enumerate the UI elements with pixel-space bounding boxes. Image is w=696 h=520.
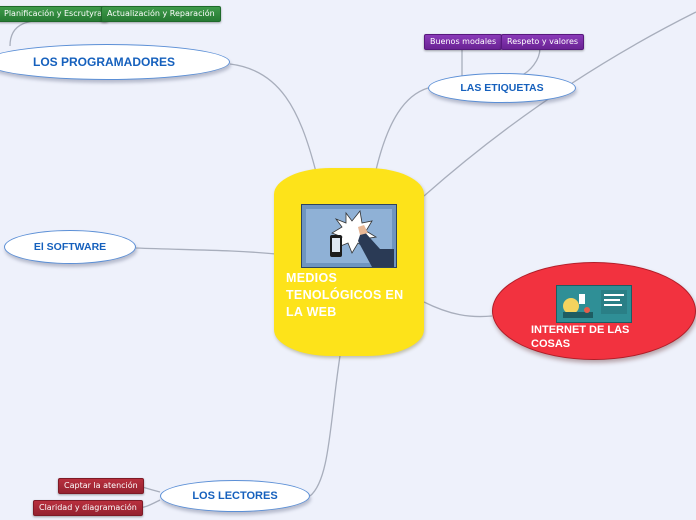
connector-software — [136, 248, 276, 254]
touchscreen-phone-hand-icon — [301, 204, 397, 268]
node-el-software-label: El SOFTWARE — [34, 241, 106, 253]
tag-planificacion[interactable]: Planificación y Escrutyra — [0, 6, 108, 22]
connector-etiquetas — [376, 88, 428, 170]
central-topic[interactable]: MEDIOS TENOLÓGICOS EN LA WEB — [274, 168, 424, 356]
connector-prog-tags — [10, 20, 150, 46]
node-las-etiquetas[interactable]: LAS ETIQUETAS — [428, 73, 576, 103]
tag-respeto-valores[interactable]: Respeto y valores — [501, 34, 584, 50]
connector-iot — [424, 302, 492, 317]
connector-etq-tags — [462, 48, 540, 76]
node-los-lectores-label: LOS LECTORES — [192, 490, 277, 502]
connector-programadores — [230, 64, 316, 172]
connector-lectores — [310, 356, 340, 496]
node-internet-de-las-cosas[interactable]: INTERNET DE LAS COSAS — [492, 262, 696, 360]
internet-of-things-illustration-icon — [556, 285, 632, 323]
node-las-etiquetas-label: LAS ETIQUETAS — [460, 82, 543, 94]
tag-captar-atencion[interactable]: Captar la atención — [58, 478, 144, 494]
node-los-lectores[interactable]: LOS LECTORES — [160, 480, 310, 512]
central-topic-title: MEDIOS TENOLÓGICOS EN LA WEB — [286, 270, 416, 321]
node-los-programadores-label: LOS PROGRAMADORES — [33, 55, 175, 69]
tag-actualizacion[interactable]: Actualización y Reparación — [101, 6, 221, 22]
tag-buenos-modales[interactable]: Buenos modales — [424, 34, 502, 50]
node-internet-de-las-cosas-label: INTERNET DE LAS COSAS — [531, 323, 671, 351]
tag-claridad-diagramacion[interactable]: Claridad y diagramación — [33, 500, 143, 516]
node-el-software[interactable]: El SOFTWARE — [4, 230, 136, 264]
